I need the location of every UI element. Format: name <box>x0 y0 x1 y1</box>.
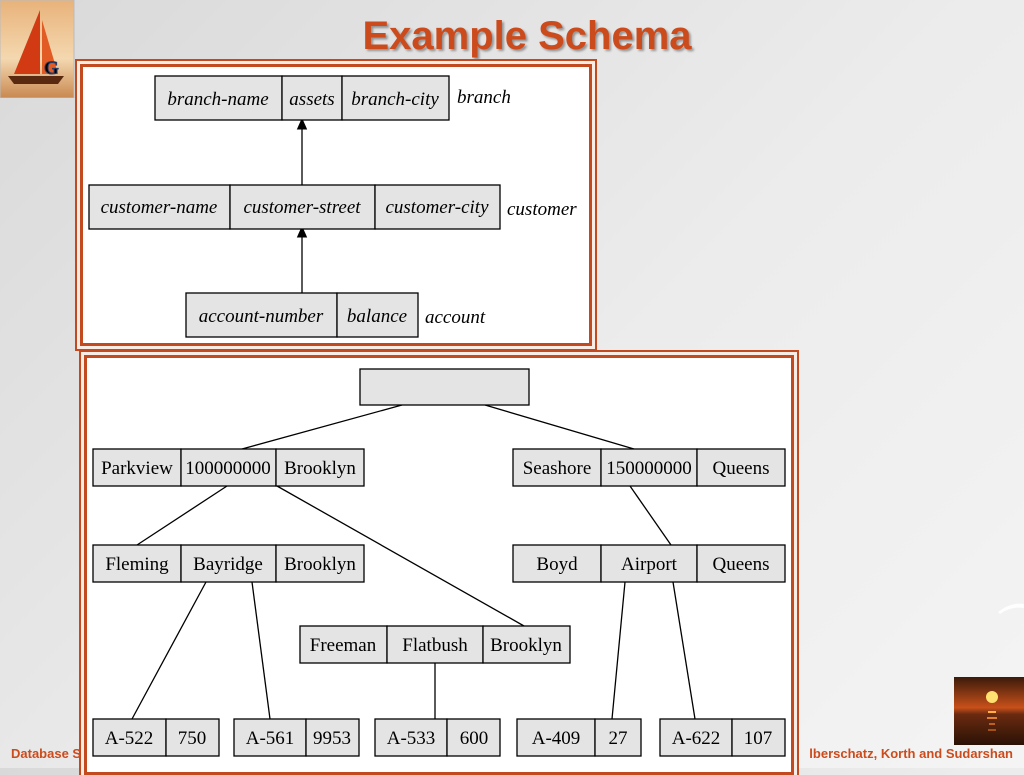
balance-value: 750 <box>178 728 207 749</box>
customer-node-fleming: Fleming Bayridge Brooklyn <box>92 544 365 583</box>
balance-value: 27 <box>609 728 628 749</box>
branch-schema-record: branch-name assets branch-city branch <box>154 75 511 121</box>
schema-diagram-panel: branch-name assets branch-city branch cu… <box>80 64 592 346</box>
footer-right-text: lberschatz, Korth and Sudarshan <box>809 746 1013 761</box>
assets-value: 150000000 <box>606 458 692 479</box>
account-number-value: A-622 <box>672 728 721 749</box>
assets-cell <box>281 75 343 121</box>
svg-text:G: G <box>44 58 59 79</box>
customer-street-value: Bayridge <box>193 554 263 575</box>
field-label: branch-city <box>351 89 439 110</box>
swoosh-decoration-icon <box>998 600 1024 620</box>
customer-city-cell <box>374 184 501 230</box>
balance-value: 107 <box>744 728 773 749</box>
branch-city-value: Queens <box>713 458 770 479</box>
field-label: balance <box>347 306 407 327</box>
customer-street-cell <box>229 184 376 230</box>
account-number-value: A-561 <box>246 728 295 749</box>
instance-tree-panel: Parkview 100000000 Brooklyn Seashore 150… <box>84 355 794 775</box>
balance-cell <box>336 292 419 338</box>
root-to-parkview-edge <box>241 404 403 450</box>
customer-node-freeman: Freeman Flatbush Brooklyn <box>299 625 571 664</box>
field-label: customer-street <box>243 197 361 218</box>
account-number-value: A-409 <box>532 728 581 749</box>
record-name-account: account <box>425 307 486 328</box>
branch-city-cell <box>341 75 450 121</box>
field-label: customer-name <box>101 197 218 218</box>
record-name-customer: customer <box>507 199 577 220</box>
boyd-to-a622-edge <box>672 581 696 720</box>
fleming-to-a522-edge <box>131 581 207 720</box>
account-node-a522: A-522 750 <box>92 718 220 757</box>
account-node-a409: A-409 27 <box>516 718 642 757</box>
root-to-seashore-edge <box>484 404 635 450</box>
balance-value: 600 <box>460 728 489 749</box>
field-label: branch-name <box>167 89 268 110</box>
sailboat-logo-icon: G <box>0 0 76 99</box>
branch-city-value: Brooklyn <box>284 458 356 479</box>
sunset-image-icon <box>954 677 1024 745</box>
record-name-branch: branch <box>457 87 511 108</box>
field-label: customer-city <box>385 197 489 218</box>
customer-city-value: Brooklyn <box>284 554 356 575</box>
parkview-to-freeman-edge <box>276 485 525 627</box>
branch-name-value: Parkview <box>101 458 173 479</box>
customer-city-value: Queens <box>713 554 770 575</box>
branch-node-parkview: Parkview 100000000 Brooklyn <box>92 448 365 487</box>
slide-title: Example Schema <box>362 14 692 58</box>
fleming-to-a561-edge <box>251 581 271 720</box>
branch-node-seashore: Seashore 150000000 Queens <box>512 448 786 487</box>
account-node-a561: A-561 9953 <box>233 718 360 757</box>
customer-node-boyd: Boyd Airport Queens <box>512 544 786 583</box>
customer-street-value: Airport <box>621 554 678 575</box>
parkview-to-fleming-edge <box>136 485 228 546</box>
account-number-cell <box>185 292 338 338</box>
account-node-a622: A-622 107 <box>659 718 786 757</box>
account-number-value: A-522 <box>105 728 154 749</box>
boyd-to-a409-edge <box>611 581 626 720</box>
assets-value: 100000000 <box>185 458 271 479</box>
account-number-value: A-533 <box>387 728 436 749</box>
account-node-a533: A-533 600 <box>374 718 501 757</box>
balance-value: 9953 <box>313 728 351 749</box>
branch-name-value: Seashore <box>523 458 592 479</box>
customer-name-value: Freeman <box>310 635 377 656</box>
customer-name-value: Fleming <box>105 554 169 575</box>
root-node <box>359 368 530 406</box>
account-schema-record: account-number balance account <box>185 292 486 338</box>
seashore-to-boyd-edge <box>629 485 672 546</box>
customer-name-value: Boyd <box>536 554 578 575</box>
branch-name-cell <box>154 75 283 121</box>
customer-city-value: Brooklyn <box>490 635 562 656</box>
footer-left-text: Database S <box>11 746 82 761</box>
customer-street-value: Flatbush <box>402 635 468 656</box>
customer-schema-record: customer-name customer-street customer-c… <box>88 184 577 230</box>
customer-name-cell <box>88 184 231 230</box>
tree-edges <box>131 404 696 720</box>
field-label: assets <box>289 89 334 110</box>
field-label: account-number <box>199 306 324 327</box>
